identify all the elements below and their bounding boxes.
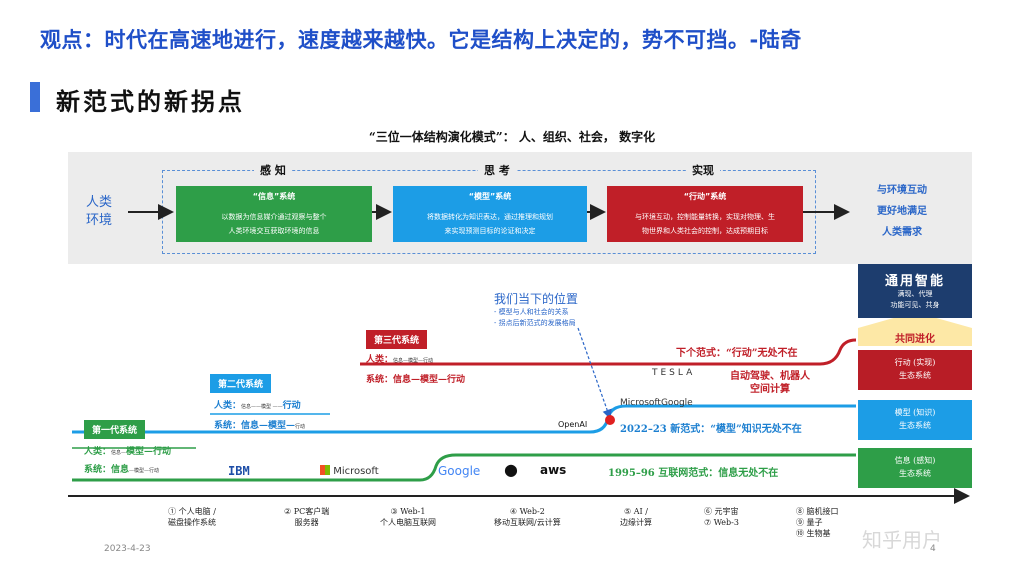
- outcome-label: 与环境互动 更好地满足 人类需求: [877, 185, 927, 238]
- stage-header-perceive: 感 知: [254, 162, 292, 178]
- watermark: 知乎用户: [862, 528, 942, 552]
- action-system-box: “行动”系统 与环境互动，控制能量转换，实现对物理、生 物世界和人类社会的控制，…: [607, 186, 803, 242]
- microsoft-google-logo: MicrosoftGoogle: [620, 398, 693, 408]
- position-pointer: [577, 327, 612, 420]
- gen1-system-line: 系统：信息—模型—行动: [84, 465, 160, 475]
- gen3-system-line: 系统：信息—模型—行动: [366, 375, 466, 385]
- footer-date: 2023-4-23: [104, 544, 151, 554]
- tick-1: ① 个人电脑 /磁盘操作系统: [168, 507, 216, 527]
- model-system-box: “模型”系统 将数据转化为知识表达，通过推理和规划 来实现预测目标的论证和决定: [393, 186, 587, 242]
- gen1-human-line: 人类：信息—模型—行动: [84, 447, 172, 457]
- gen2-badge: 第二代系统: [210, 374, 272, 393]
- info-ecosystem-box: 信息 (感知)生态系统: [858, 448, 972, 488]
- google-logo: Google: [438, 464, 481, 478]
- microsoft-logo: Microsoft: [320, 465, 379, 477]
- gen3-human-line: 人类：信息—模型—行动: [366, 355, 434, 365]
- ibm-logo: IBM: [228, 464, 250, 478]
- microsoft-squares-icon: [320, 465, 330, 475]
- model-paradigm-label: 2022–23 新范式：“模型”知识无处不在: [620, 424, 802, 435]
- current-position-dot: [605, 415, 615, 425]
- quote-banner: 观点：时代在高速地进行，速度越来越快。它是结构上决定的，势不可挡。-陆奇: [40, 28, 802, 52]
- model-ecosystem-box: 模型 (知识)生态系统: [858, 400, 972, 440]
- position-title: 我们当下的位置: [494, 292, 579, 306]
- action-ecosystem-box: 行动 (实现)生态系统: [858, 350, 972, 390]
- green-info-curve: [72, 453, 856, 482]
- general-intelligence-box: 通用智能 满现、代理 功能可见、共身: [858, 264, 972, 318]
- gen2-human-line: 人类：信息——模型 ——行动: [214, 401, 301, 411]
- apple-logo-icon: ●: [504, 460, 518, 479]
- human-environment-label: 人类 环境: [86, 195, 113, 228]
- next-paradigm-label: 下个范式：“行动”无处不在: [676, 348, 798, 359]
- tick-2: ② PC客户端服务器: [284, 507, 330, 527]
- stage-header-act: 实现: [686, 162, 720, 178]
- gen1-badge: 第一代系统: [84, 420, 146, 439]
- page-number: 4: [930, 544, 936, 554]
- tesla-logo: TESLA: [652, 368, 696, 378]
- gen2-system-line: 系统：信息—模型—行动: [214, 421, 306, 431]
- page-title: 新范式的新拐点: [56, 87, 245, 116]
- diagram-subtitle: “三位一体结构演化模式”： 人、组织、社会， 数字化: [368, 130, 656, 144]
- co-evolution-arrow-icon: [858, 312, 972, 346]
- title-accent-bar: [30, 82, 40, 112]
- tick-5: ⑤ AI /边缘计算: [620, 507, 652, 527]
- red-action-curve: [360, 338, 857, 366]
- aws-logo: aws: [540, 463, 567, 477]
- co-evolution-label: 共同进化: [895, 334, 935, 345]
- gen3-badge: 第三代系统: [366, 330, 428, 349]
- position-notes: - 模型与人和社会的关系 - 拐点后新范式的发展格局: [494, 308, 576, 327]
- stage-header-think: 思 考: [478, 162, 516, 178]
- openai-logo: OpenAI: [558, 420, 588, 429]
- next-paradigm-detail: 自动驾驶、机器人 空间计算: [730, 371, 810, 395]
- internet-paradigm-label: 1995–96 互联网范式：信息无处不在: [608, 468, 779, 479]
- info-system-box: “信息”系统 以数据为信息媒介通过观察与整个 人类环境交互获取环境的信息: [176, 186, 372, 242]
